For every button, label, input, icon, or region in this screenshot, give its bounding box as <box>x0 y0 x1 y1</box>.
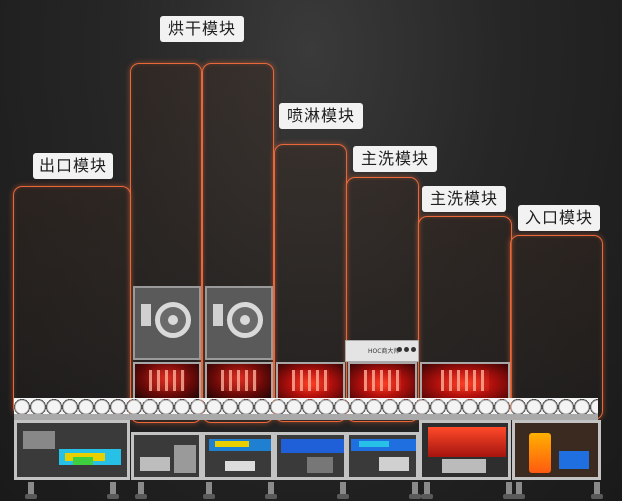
spray-module-label[interactable]: 喷淋模块 <box>279 103 363 129</box>
inlet-module-label[interactable]: 入口模块 <box>518 205 600 231</box>
inlet-module-outline[interactable] <box>510 235 603 420</box>
leg <box>110 482 116 496</box>
dryer-base-1 <box>131 432 202 480</box>
leg <box>340 482 346 496</box>
control-panel[interactable]: HOC商大师 <box>345 340 419 362</box>
main-wash-base-1 <box>346 432 419 480</box>
leg <box>138 482 144 496</box>
panel-button[interactable] <box>397 347 402 352</box>
dryer-fan-unit-2 <box>205 286 273 360</box>
dryer-base-2 <box>202 432 274 480</box>
leg <box>28 482 34 496</box>
leg <box>412 482 418 496</box>
leg <box>206 482 212 496</box>
panel-button[interactable] <box>411 347 416 352</box>
dryer-heater-1 <box>133 362 201 402</box>
leg <box>594 482 600 496</box>
dryer-module-label[interactable]: 烘干模块 <box>160 16 244 42</box>
leg <box>268 482 274 496</box>
main-wash-chamber-2 <box>420 362 510 402</box>
dryer-fan-unit-1 <box>133 286 201 360</box>
dryer-heater-2 <box>205 362 273 402</box>
inlet-base-tank <box>512 420 601 480</box>
leg <box>506 482 512 496</box>
outlet-base-tank <box>14 420 130 480</box>
main-wash-module-label-2[interactable]: 主洗模块 <box>422 186 506 212</box>
main-wash-chamber-1 <box>348 362 417 402</box>
control-panel-brand: HOC商大师 <box>368 346 399 355</box>
leg <box>516 482 522 496</box>
panel-button[interactable] <box>404 347 409 352</box>
main-wash-module-label-1[interactable]: 主洗模块 <box>353 146 437 172</box>
spray-chamber <box>276 362 345 402</box>
outlet-module-outline[interactable] <box>13 186 131 416</box>
outlet-module-label[interactable]: 出口模块 <box>33 153 113 179</box>
main-wash-base-2 <box>419 420 511 480</box>
leg <box>424 482 430 496</box>
spray-base <box>274 432 347 480</box>
